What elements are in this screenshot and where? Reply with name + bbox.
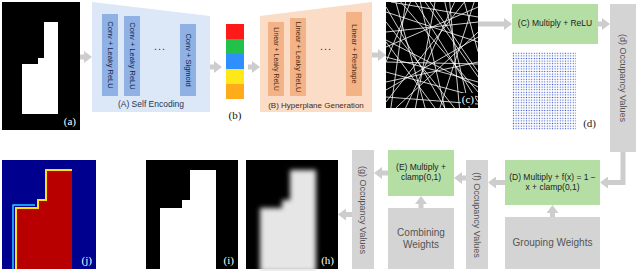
latent-code: (b) — [222, 22, 248, 122]
panel-label: (c) — [461, 93, 475, 106]
flow-arrow — [248, 65, 252, 70]
code-strip — [226, 69, 244, 84]
layer-label: Linear + Leaky ReLU — [272, 27, 280, 91]
input-image: (a) — [2, 2, 80, 130]
operation-box: (D) Multiply + f(x) = 1 − x + clamp(0,1) — [505, 160, 600, 205]
bar-label: (g) Occupancy Values — [358, 166, 368, 254]
output-image: (i) — [146, 160, 238, 269]
output-image: (h) — [246, 160, 338, 269]
value-bar: (d) Occupancy Values — [610, 4, 636, 152]
block-outline — [260, 2, 372, 112]
layer-box: Conv + Leaky ReLU — [102, 14, 118, 96]
box-label: (C) Multiply + ReLU — [518, 19, 592, 29]
layer-label: Linear + Leaky ReLU — [294, 22, 303, 93]
box-label: (E) Multiply + clamp(0,1) — [391, 163, 451, 183]
flow-arrow — [496, 180, 505, 185]
chair-error-fill — [16, 170, 72, 269]
layer-box: Conv + Leaky ReLU — [124, 16, 140, 96]
hyperplane-image: (c) — [386, 2, 478, 108]
box-label: (D) Multiply + f(x) = 1 − x + clamp(0,1) — [508, 173, 597, 193]
code-strip — [226, 54, 244, 69]
box-label: Grouping Weights — [513, 237, 593, 249]
chair-silhouette — [160, 170, 216, 269]
chair-silhouette — [22, 22, 58, 114]
operation-box: (C) Multiply + ReLU — [512, 4, 598, 44]
weights-box: Combining Weights — [388, 208, 454, 269]
error-map: (j) — [2, 160, 96, 269]
code-strip — [226, 39, 244, 54]
ellipsis-label: ... — [143, 40, 177, 52]
panel-label: (a) — [63, 115, 77, 128]
chair-error-edge — [13, 205, 35, 269]
block-caption: (B) Hyperplane Generation — [260, 101, 372, 110]
error-map-background — [2, 160, 96, 269]
layer-box: Conv + Sigmoid — [180, 24, 196, 96]
layer-label: Conv + Sigmoid — [184, 33, 193, 86]
occupancy-image: (d) — [512, 52, 600, 132]
weights-box: Grouping Weights — [505, 217, 600, 269]
panel-label: (i) — [223, 254, 235, 267]
code-strip — [226, 24, 244, 39]
output-background — [146, 160, 238, 269]
block-caption: (A) Self Encoding — [92, 100, 210, 110]
box-label: Combining Weights — [391, 227, 451, 250]
value-bar: (f) Occupancy Values — [466, 160, 488, 269]
flow-arrow — [80, 55, 84, 60]
block-outline — [92, 2, 210, 112]
value-bar: (g) Occupancy Values — [352, 150, 374, 269]
layer-box: Linear + Leaky ReLU — [290, 18, 306, 96]
panel-label: (h) — [320, 254, 335, 267]
flow-arrow — [478, 22, 504, 27]
panel-label: (d) — [582, 117, 597, 130]
hyperplane-background — [386, 2, 478, 108]
layer-label: Conv + Leaky ReLU — [128, 22, 137, 89]
code-strip — [226, 84, 244, 99]
encoder-block: (A) Self Encoding Conv + Leaky ReLU Conv +… — [92, 2, 210, 112]
input-background — [2, 2, 80, 130]
ellipsis-label: ... — [309, 40, 343, 52]
layer-label: Conv + Leaky ReLU — [106, 21, 115, 88]
flow-arrow — [372, 53, 378, 58]
hyperplane-lines-group — [386, 2, 478, 108]
chair-soft — [260, 170, 316, 271]
layer-box: Linear + Reshape — [346, 12, 362, 96]
flow-arrow — [598, 22, 602, 27]
generator-block: (B) Hyperplane Generation Linear + Leaky … — [260, 2, 372, 112]
layer-label: Linear + Reshape — [350, 24, 359, 83]
panel-label: (j) — [81, 254, 93, 267]
hyperplane-lines — [386, 2, 478, 108]
flow-arrow — [210, 65, 214, 70]
occupancy-dots — [512, 52, 576, 130]
bar-label: (f) Occupancy Values — [472, 172, 482, 257]
panel-label: (b) — [222, 109, 248, 122]
operation-box: (E) Multiply + clamp(0,1) — [388, 150, 454, 196]
bar-label: (d) Occupancy Values — [618, 34, 628, 122]
layer-box: Linear + Leaky ReLU — [268, 22, 284, 96]
flow-arrow — [608, 152, 623, 183]
chair-error-edge — [16, 170, 72, 269]
